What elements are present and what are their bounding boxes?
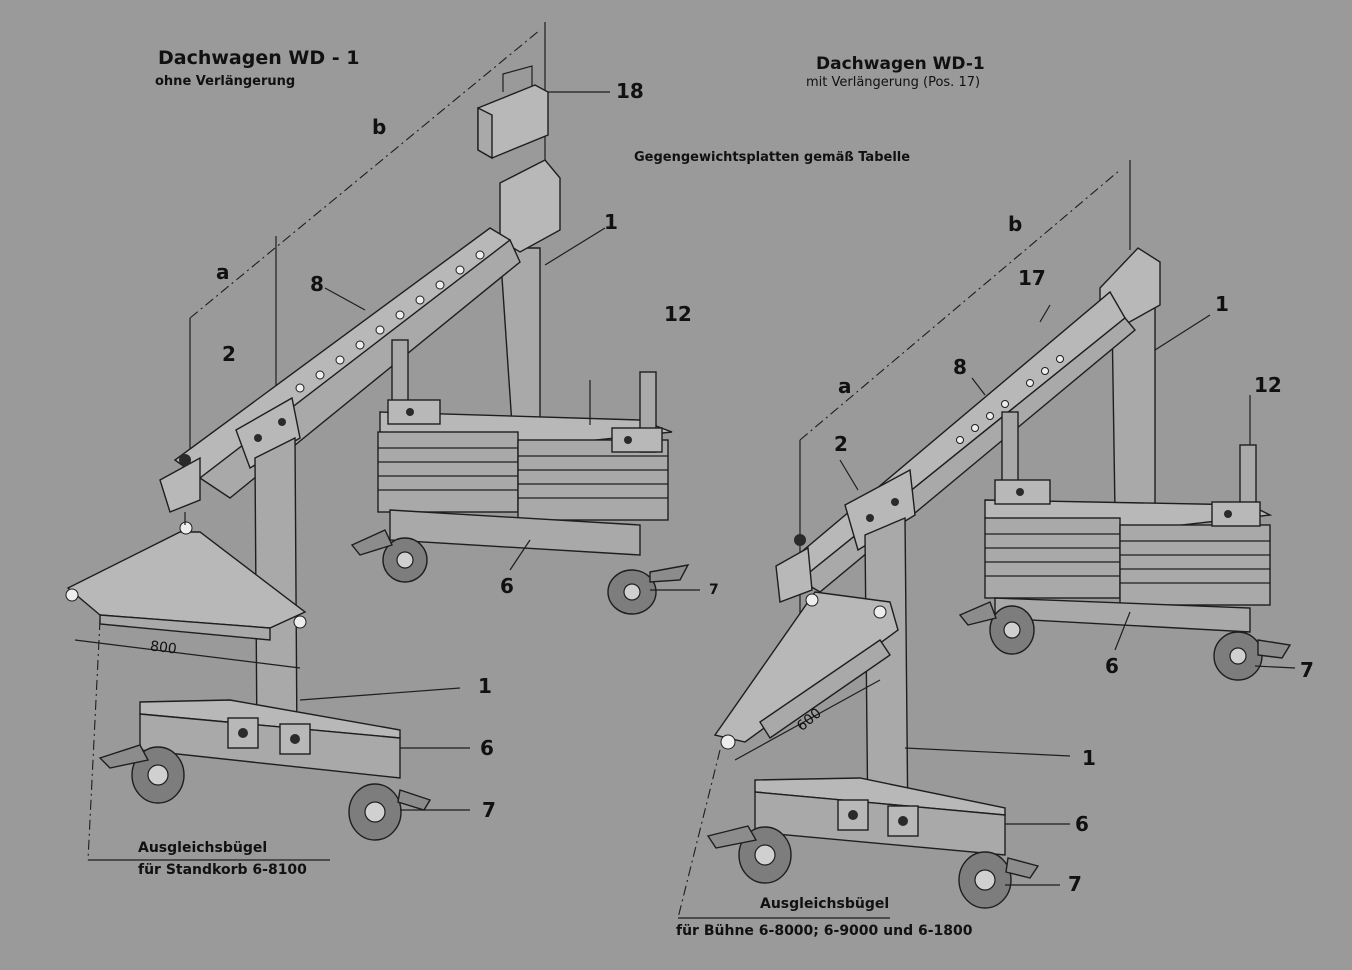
left-module-18 [477, 65, 549, 160]
left-label-6-top: 6 [500, 574, 514, 598]
left-title: Dachwagen WD - 1 [158, 47, 360, 69]
right-label-8: 8 [953, 355, 967, 379]
right-boom-bracket [844, 468, 916, 552]
right-label-1-bottom: 1 [1082, 746, 1096, 770]
right-lower-base [754, 777, 1006, 856]
right-label-1-top: 1 [1215, 292, 1229, 316]
right-label-a: a [838, 374, 852, 398]
left-lower-base [139, 699, 401, 779]
left-label-7-top: 7 [709, 582, 719, 598]
right-subtitle: mit Verlängerung (Pos. 17) [806, 75, 981, 90]
right-caption-line2: für Bühne 6-8000; 6-9000 und 6-1800 [676, 923, 973, 939]
right-label-12: 12 [1254, 373, 1282, 397]
left-dimension-800: 800 [149, 638, 178, 658]
left-counterweight-plates [377, 339, 673, 521]
right-top-wheels [958, 601, 1292, 681]
left-top-wheels [350, 529, 690, 615]
left-label-a: a [216, 260, 230, 284]
left-caption-line2: für Standkorb 6-8100 [138, 862, 307, 878]
left-label-b: b [372, 115, 387, 139]
left-stabiliser [65, 512, 307, 641]
right-lower-wheels [706, 825, 1040, 909]
right-counterweight-plates [984, 411, 1273, 606]
left-boom-holes [295, 250, 485, 393]
right-label-17: 17 [1018, 266, 1046, 290]
left-lower-wheels [98, 744, 432, 841]
left-label-1-bottom: 1 [478, 674, 492, 698]
right-label-2: 2 [834, 432, 848, 456]
left-label-2: 2 [222, 342, 236, 366]
left-column-head [499, 159, 561, 253]
left-label-12: 12 [664, 302, 692, 326]
left-subtitle: ohne Verlängerung [155, 74, 296, 89]
left-machine [65, 22, 700, 861]
right-label-7-bottom: 7 [1068, 872, 1082, 896]
left-label-7-bottom: 7 [482, 798, 496, 822]
counterweight-note: Gegengewichtsplatten gemäß Tabelle [634, 150, 911, 165]
left-label-18: 18 [616, 79, 644, 103]
right-label-b: b [1008, 212, 1023, 236]
right-boom-holes [956, 355, 1064, 444]
left-label-1-top: 1 [604, 210, 618, 234]
right-label-6-top: 6 [1105, 654, 1119, 678]
left-label-6-bottom: 6 [480, 736, 494, 760]
right-stabiliser [713, 591, 899, 750]
left-top-base [389, 509, 641, 556]
right-label-6-bottom: 6 [1075, 812, 1089, 836]
right-top-base [994, 597, 1251, 633]
left-label-8: 8 [310, 272, 324, 296]
left-caption-line1: Ausgleichsbügel [138, 840, 268, 856]
left-boom-bracket [235, 396, 301, 470]
right-label-7-top: 7 [1300, 658, 1314, 682]
right-title: Dachwagen WD-1 [816, 54, 985, 74]
right-caption-line1: Ausgleichsbügel [760, 896, 890, 912]
right-machine [677, 160, 1296, 919]
